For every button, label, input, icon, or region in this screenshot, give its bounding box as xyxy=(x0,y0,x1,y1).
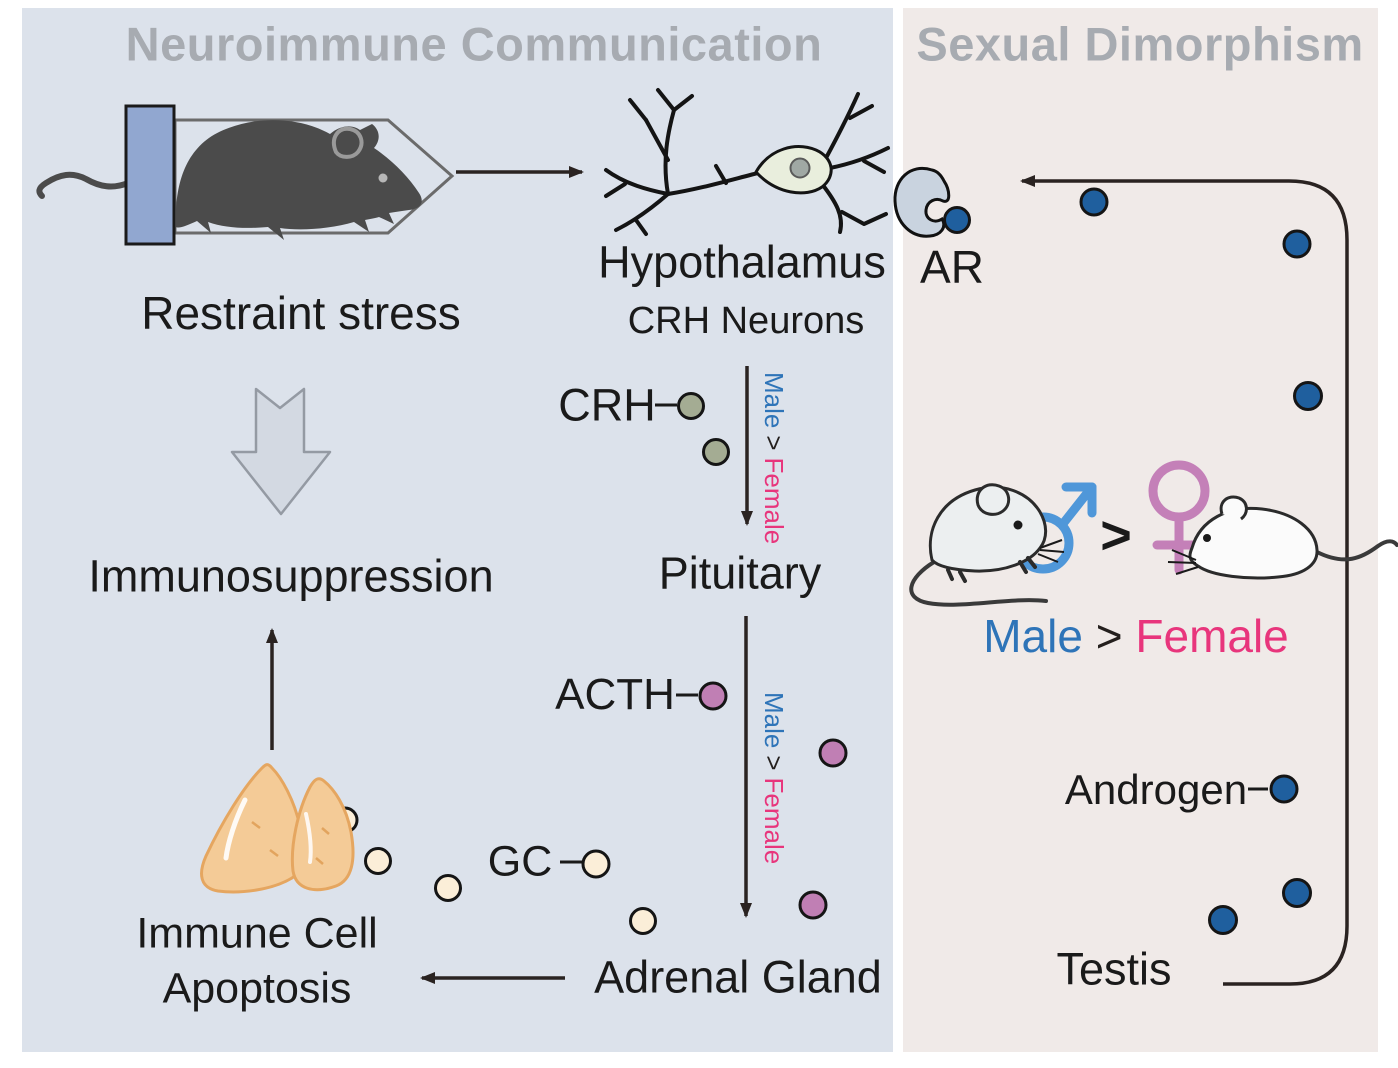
acth-label: ACTH xyxy=(555,669,675,719)
female-label: Female xyxy=(759,777,789,865)
gc-label: GC xyxy=(487,837,553,886)
right-panel-title: Sexual Dimorphism xyxy=(916,17,1364,71)
hypothalamus-label: Hypothalamus xyxy=(598,236,886,288)
testis-label: Testis xyxy=(1056,943,1172,995)
mice-greater-than-label: > xyxy=(1100,505,1132,566)
crh-neurons-label: CRH Neurons xyxy=(627,300,865,343)
greater-than-label: > xyxy=(1095,609,1123,662)
male-label: Male xyxy=(759,372,789,429)
male-label: Male xyxy=(983,609,1083,662)
crh-arrow-sex-difference-label: Male > Female xyxy=(759,372,789,544)
female-label: Female xyxy=(1135,609,1289,662)
restraint-stress-label: Restraint stress xyxy=(141,286,461,339)
greater-than-label: > xyxy=(759,435,789,451)
acth-arrow-sex-difference-label: Male > Female xyxy=(759,692,789,864)
male-label: Male xyxy=(759,692,789,749)
immunosuppression-label: Immunosuppression xyxy=(88,550,494,602)
ar-label: AR xyxy=(920,240,984,293)
adrenal-gland-label: Adrenal Gland xyxy=(594,951,882,1003)
immune-cell-apoptosis-label-line1: Immune Cell xyxy=(136,909,378,958)
pituitary-label: Pituitary xyxy=(658,547,822,599)
crh-label: CRH xyxy=(558,379,656,431)
female-label: Female xyxy=(759,457,789,545)
panel-sexual-dimorphism xyxy=(903,8,1378,1052)
immune-cell-apoptosis-label-line2: Apoptosis xyxy=(162,964,352,1013)
left-panel-title: Neuroimmune Communication xyxy=(125,17,823,71)
male-greater-female-label: Male > Female xyxy=(983,612,1289,660)
greater-than-label: > xyxy=(759,755,789,771)
androgen-label: Androgen xyxy=(1064,765,1248,813)
